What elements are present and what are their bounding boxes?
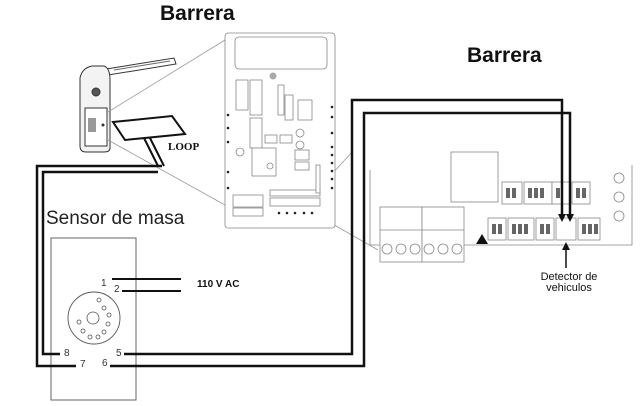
power-wires [112, 278, 181, 292]
detector-label: Detector de vehiculos [536, 272, 602, 294]
ground-triangle-icon [476, 234, 488, 244]
power-label: 110 V AC [197, 279, 240, 290]
pin-label-2: 2 [114, 284, 120, 295]
barrier-lamp [91, 87, 101, 97]
detector-wires [110, 98, 572, 368]
board-terminal-dots [226, 105, 334, 215]
control-board [224, 32, 336, 229]
socket-pins [76, 297, 112, 340]
barrier-title-right: Barrera [467, 44, 542, 67]
pin-label-7: 7 [80, 359, 86, 370]
detector-label-line1: Detector de [540, 271, 598, 283]
sensor-title: Sensor de masa [46, 208, 185, 229]
barrier-title-left: Barrera [160, 2, 235, 25]
pin-label-8: 8 [64, 348, 70, 359]
loop-coil [111, 114, 187, 167]
detector-label-line2: vehiculos [546, 282, 592, 294]
barrier-arm [99, 57, 177, 77]
loop-label: LOOP [168, 141, 199, 153]
barrier-unit [79, 57, 177, 153]
detector-arrows [558, 214, 574, 268]
pin-label-6: 6 [102, 358, 108, 369]
pin-label-1: 1 [101, 278, 107, 289]
terminal-slots [492, 188, 598, 234]
right-board [369, 151, 633, 263]
loop-wires [35, 164, 162, 368]
pin-label-5: 5 [116, 348, 122, 359]
